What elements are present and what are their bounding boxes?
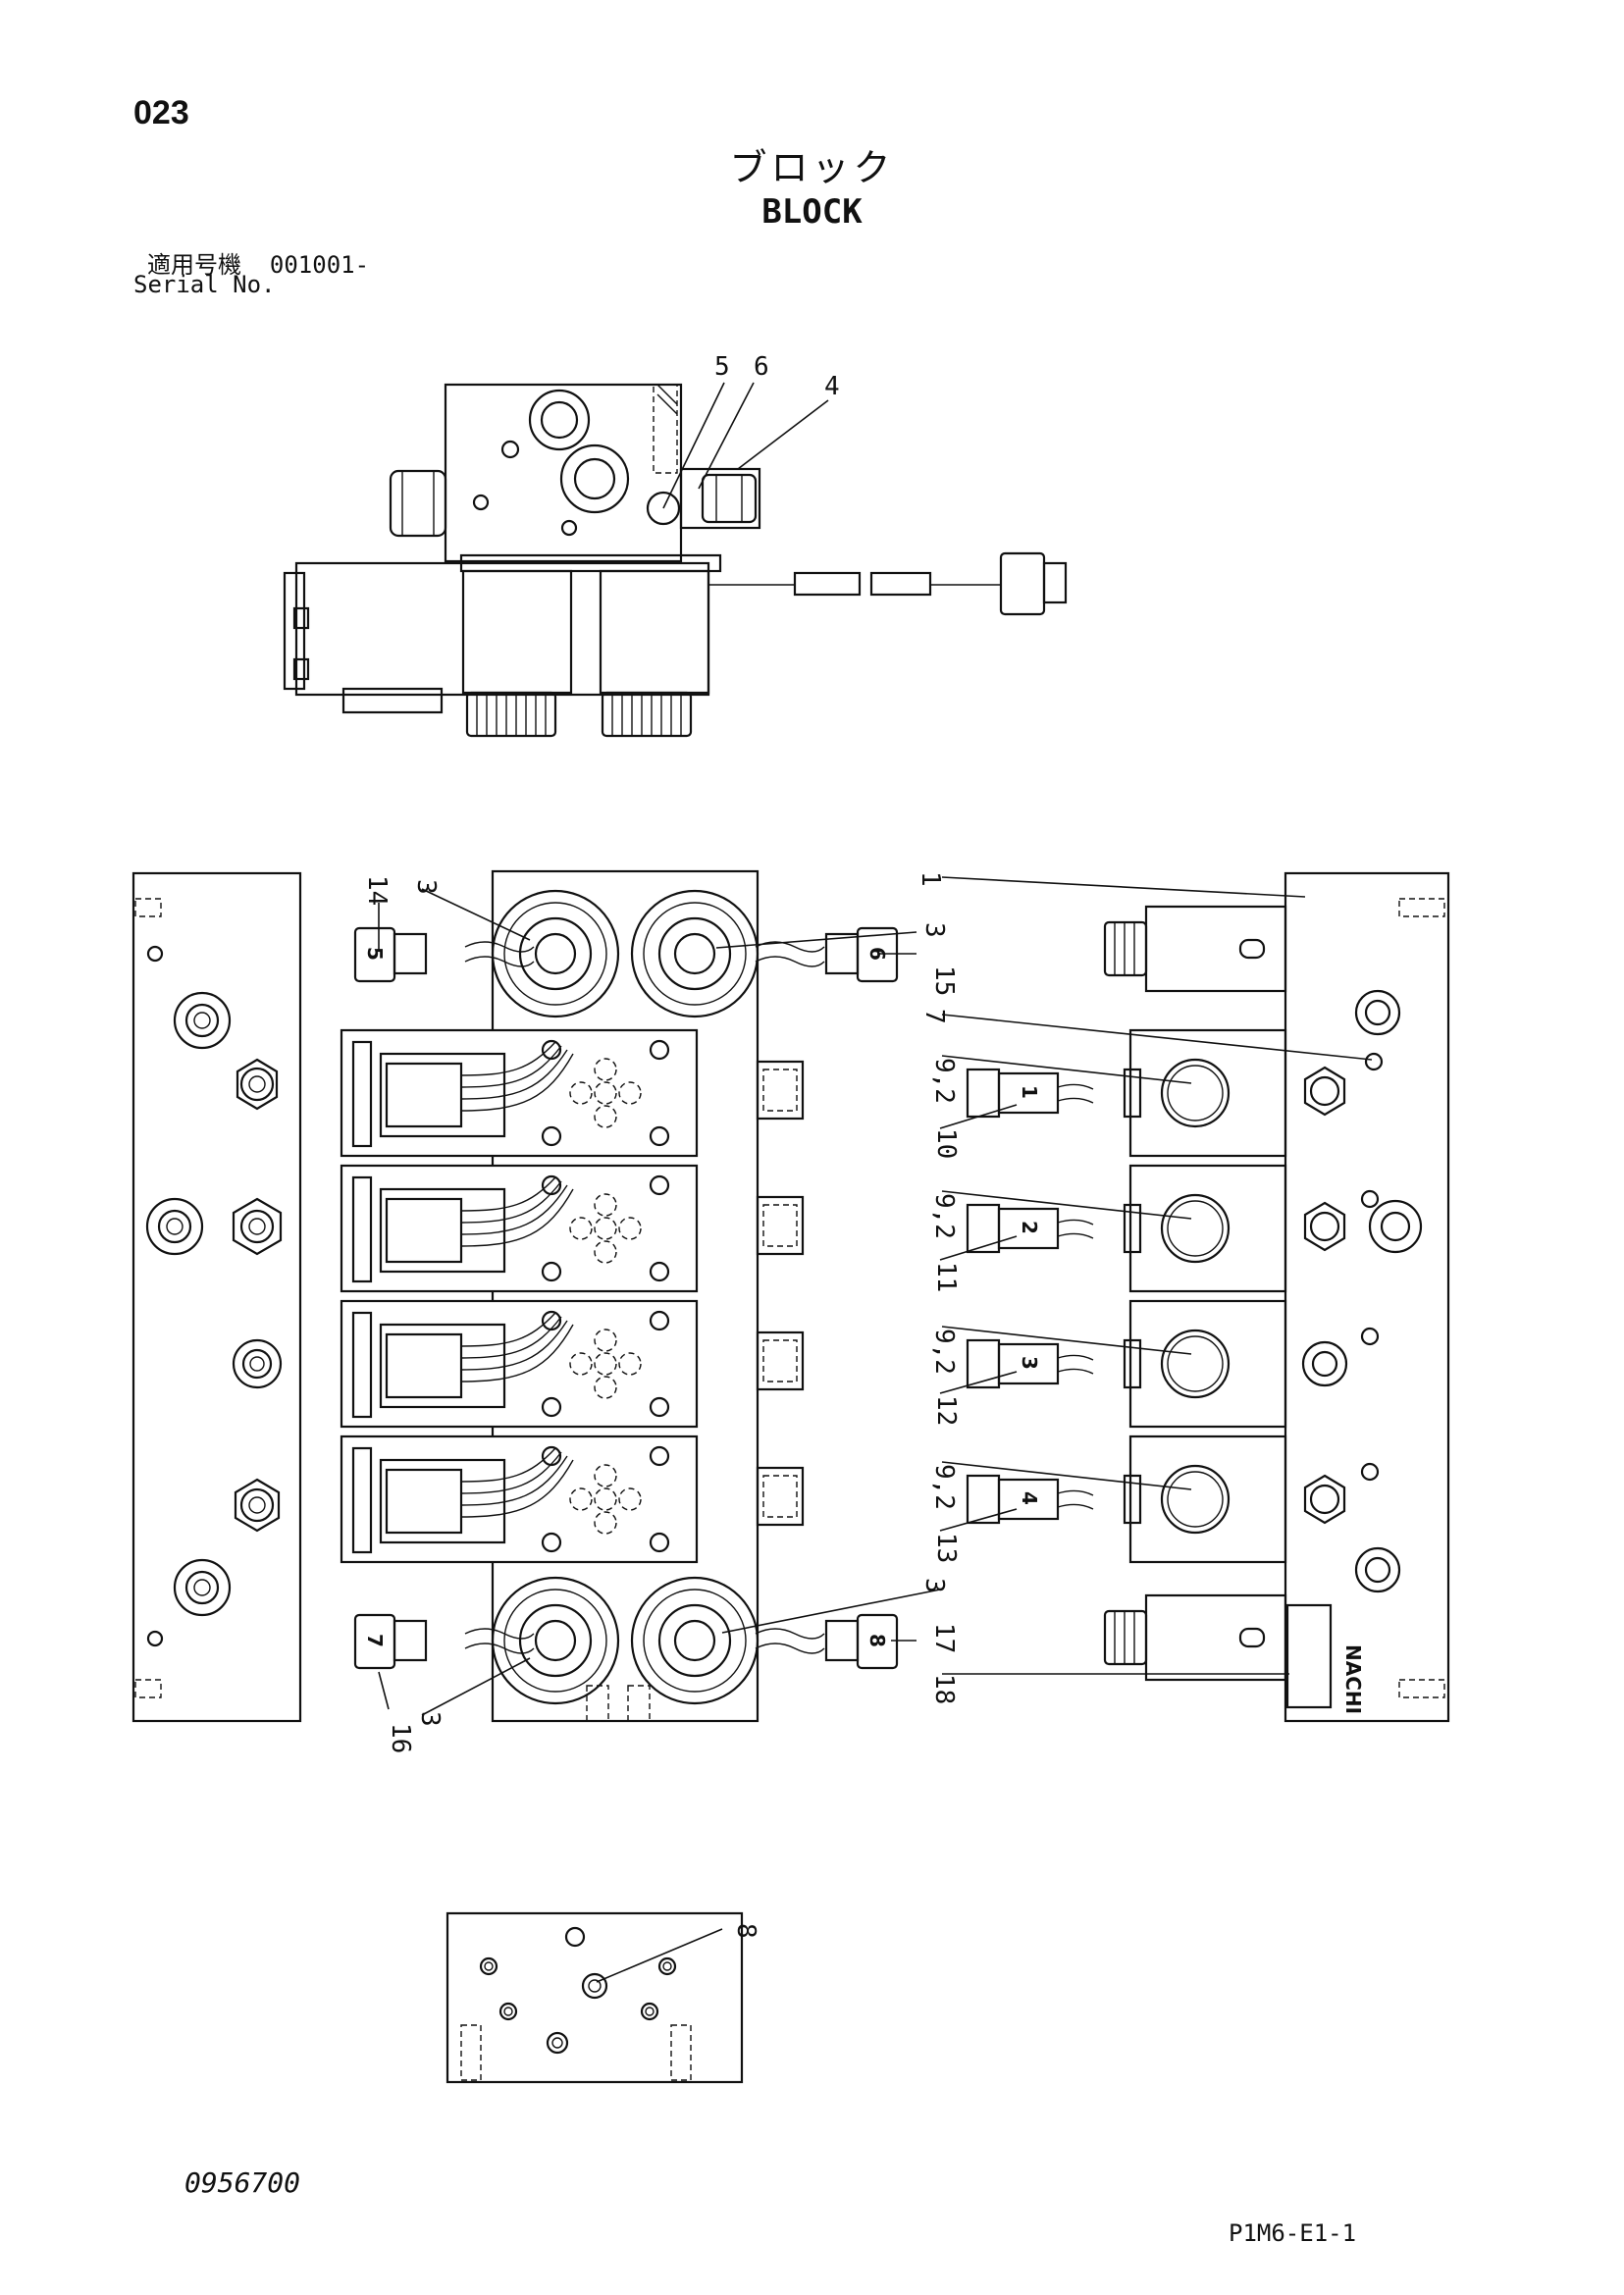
- leader-lines: [378, 876, 1373, 1983]
- title-english: BLOCK: [761, 192, 863, 232]
- connector-label-5: 5: [363, 947, 387, 961]
- right-side-plate: NACHI: [1103, 871, 1450, 1723]
- callout-3-bottom-left: 3: [415, 1711, 445, 1727]
- valve-bodies: [1123, 1028, 1287, 1564]
- solenoid-stack: [340, 1028, 699, 1564]
- top-view: 5 6 4: [283, 352, 1068, 738]
- callout-4: 4: [824, 372, 840, 401]
- callout-15: 15: [929, 965, 959, 996]
- document-number: 0956700: [184, 2166, 301, 2199]
- side-fittings: [756, 1060, 805, 1527]
- bottom-view: [445, 1911, 744, 2084]
- callout-3-bottom-right: 3: [919, 1578, 949, 1593]
- page-number: 023: [133, 94, 189, 131]
- center-valve-block: [340, 869, 825, 1723]
- connector-label-8: 8: [865, 1634, 889, 1647]
- callout-10: 10: [931, 1128, 961, 1159]
- solenoid-connectors: 1 2 3 4: [966, 1068, 1094, 1525]
- callout-3-top-right: 3: [919, 922, 949, 938]
- proportional-valve-top: [1103, 905, 1287, 993]
- bottom-coils: [464, 1576, 825, 1705]
- callout-18: 18: [929, 1674, 959, 1704]
- serial-value: 001001-: [269, 251, 370, 279]
- solenoid-4: [340, 1434, 699, 1564]
- connector-label-4: 4: [1018, 1491, 1041, 1505]
- callout-8: 8: [731, 1923, 760, 1939]
- callout-12: 12: [931, 1395, 961, 1426]
- connector-label-2: 2: [1018, 1221, 1041, 1234]
- callout-3-top-left: 3: [411, 879, 441, 895]
- connector-label-7: 7: [363, 1634, 387, 1647]
- serial-label-jp-text: 適用号機: [147, 251, 241, 279]
- maker-mark: NACHI: [1341, 1644, 1365, 1714]
- callout-7: 7: [919, 1009, 949, 1024]
- callout-9-2-c: 9,2: [929, 1329, 959, 1375]
- top-coils: [464, 889, 825, 1018]
- page-code: P1M6-E1-1: [1229, 2219, 1357, 2247]
- solenoid-1: [340, 1028, 699, 1158]
- solenoid-3: [340, 1299, 699, 1429]
- callout-11: 11: [931, 1262, 961, 1292]
- callout-9-2-a: 9,2: [929, 1058, 959, 1104]
- callout-1: 1: [916, 871, 945, 887]
- title-japanese: ブロック: [729, 148, 895, 189]
- callout-17: 17: [929, 1623, 959, 1653]
- connector-label-1: 1: [1018, 1085, 1041, 1099]
- callout-5: 5: [714, 352, 730, 382]
- callout-13: 13: [931, 1533, 961, 1563]
- callout-9-2-d: 9,2: [929, 1464, 959, 1510]
- proportional-valve-bottom: NACHI: [1103, 1593, 1365, 1714]
- serial-label-japanese: 適用号機 001001-: [147, 245, 369, 280]
- callout-9-2-b: 9,2: [929, 1193, 959, 1239]
- solenoid-2: [340, 1164, 699, 1293]
- callout-14: 14: [362, 875, 392, 906]
- serial-label-english: Serial No.: [133, 271, 276, 298]
- connector-label-3: 3: [1018, 1356, 1041, 1370]
- callout-labels: 14 3 16 3 1 3 15 7 9,2 10 9,2 11 9,2 12 …: [362, 871, 961, 1939]
- callout-16: 16: [386, 1723, 415, 1753]
- callout-6: 6: [754, 352, 769, 382]
- left-side-plate: [131, 871, 302, 1723]
